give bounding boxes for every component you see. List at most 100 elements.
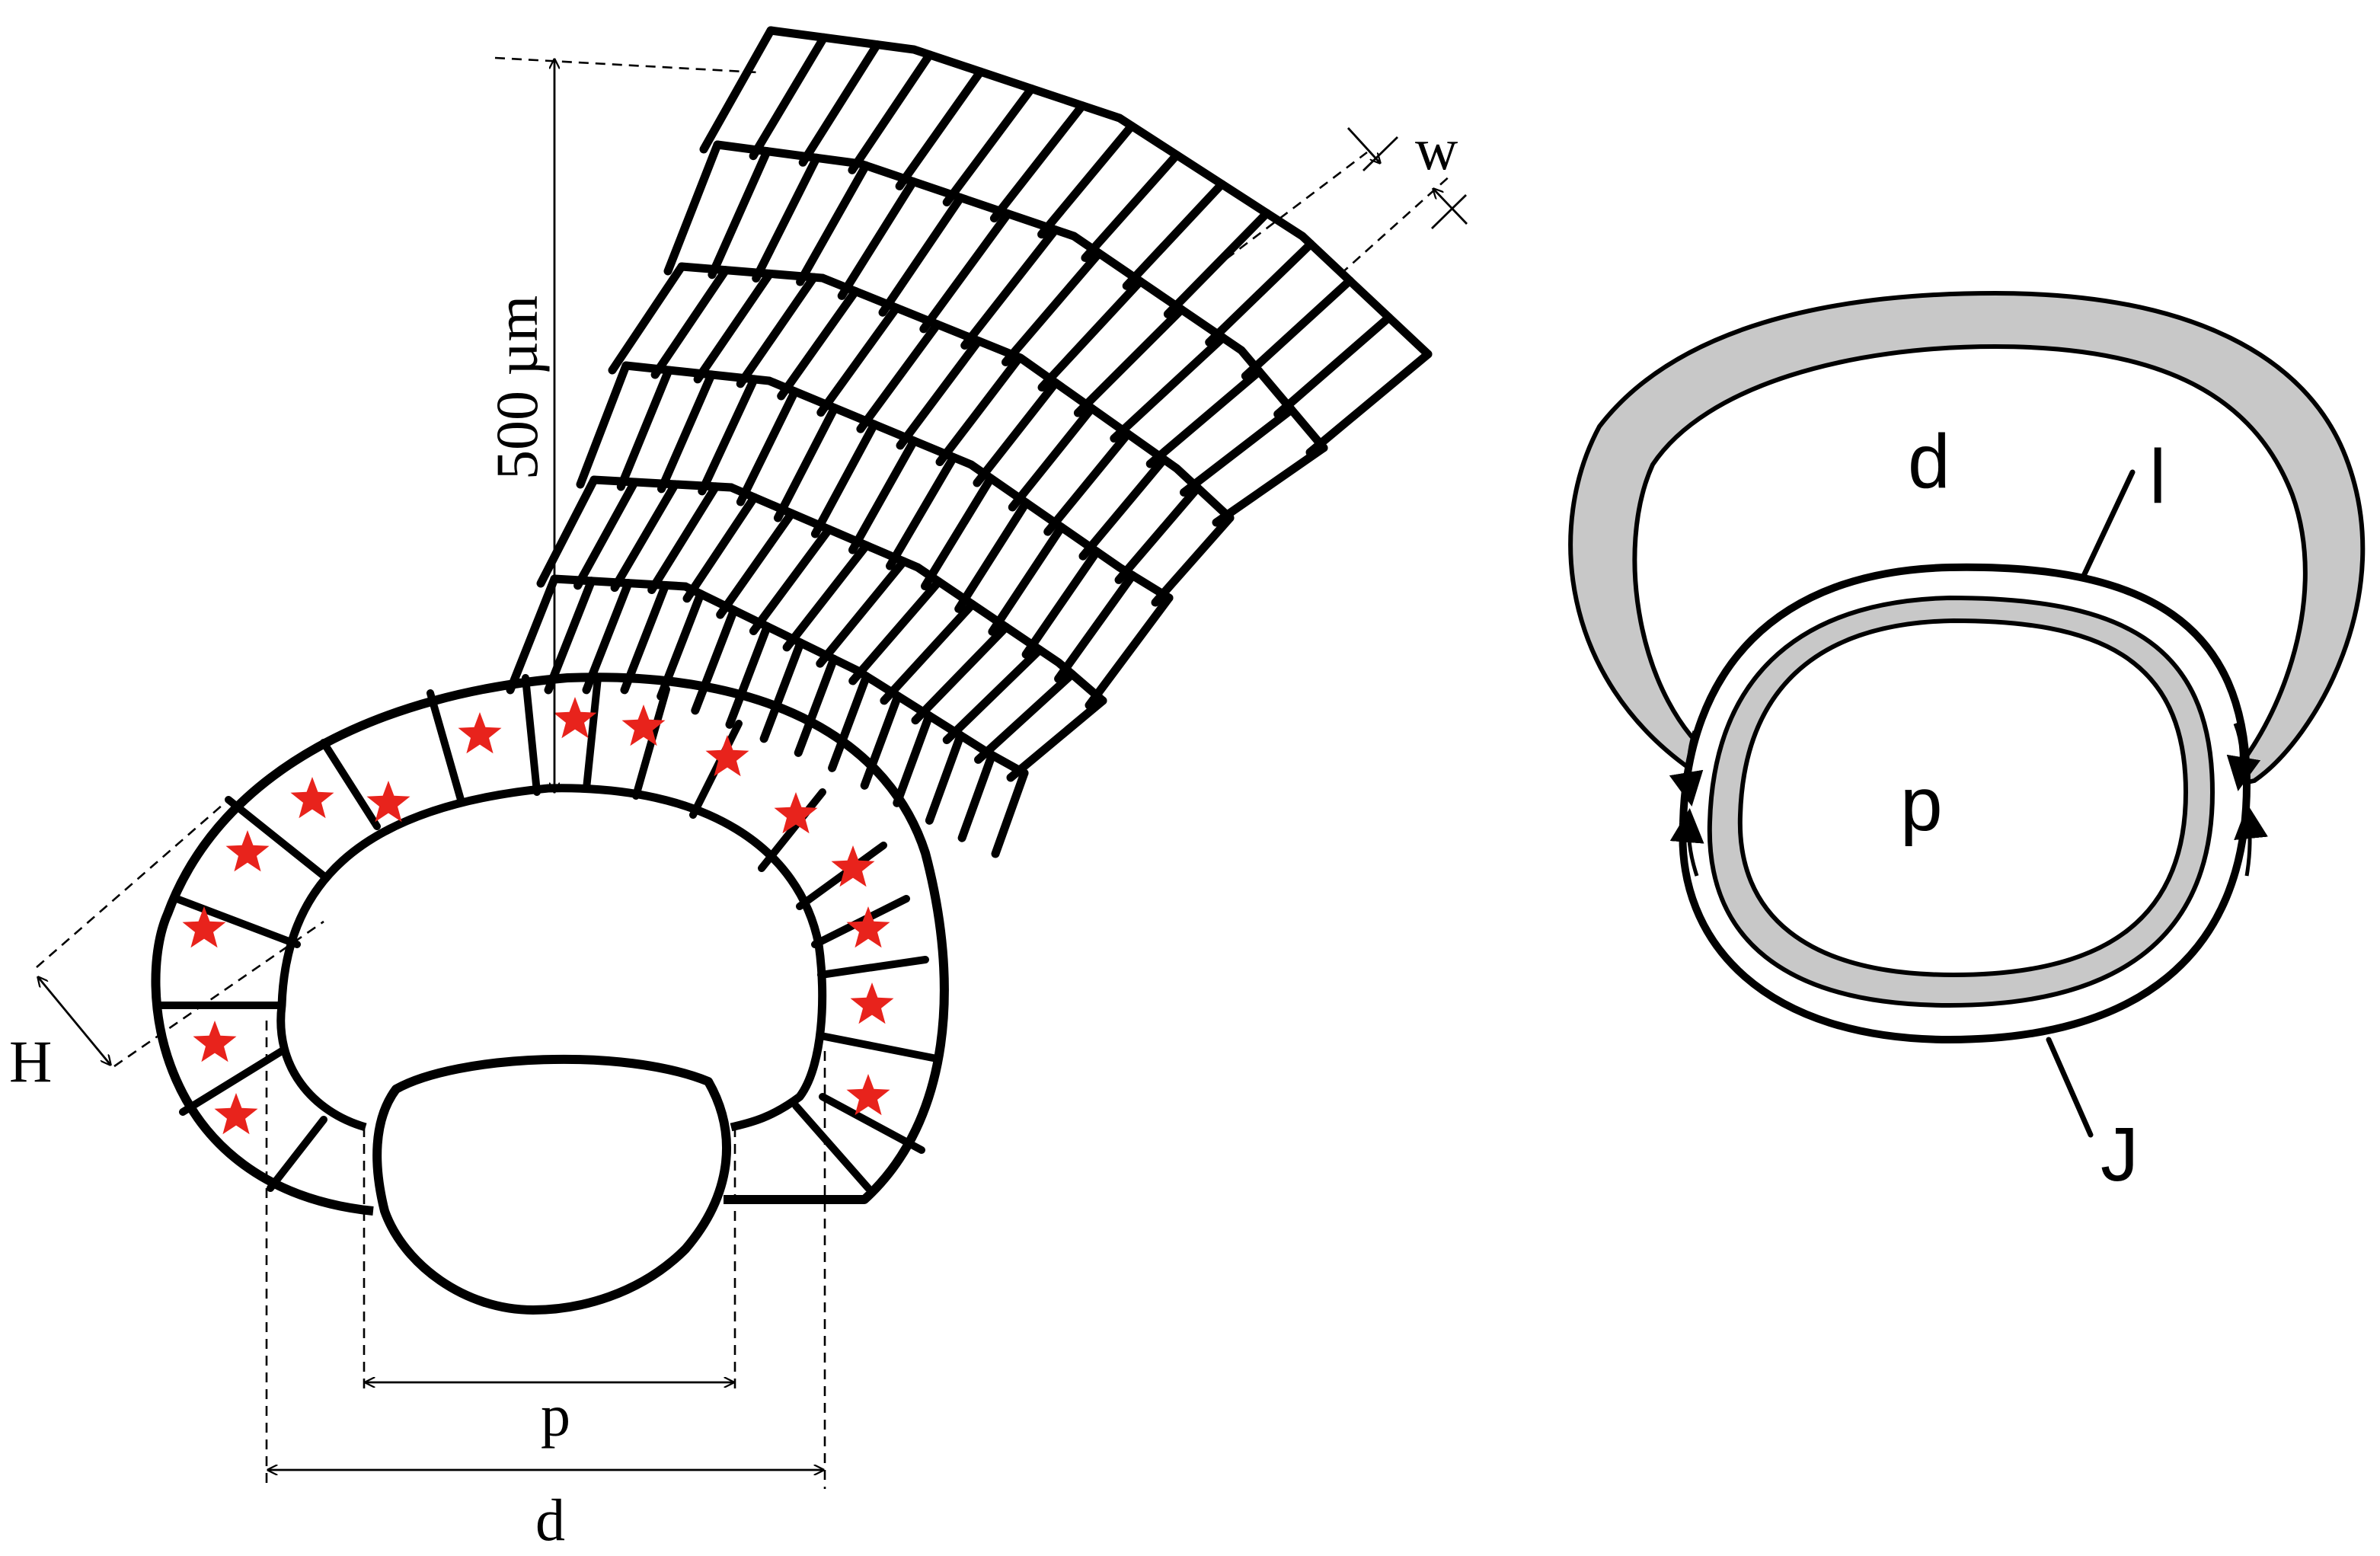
fan-cell-wall	[1205, 239, 1315, 347]
fan-cell-wall	[1305, 350, 1433, 457]
d-label-right: d	[1908, 419, 1950, 504]
fan-cell-wall	[810, 420, 879, 538]
fan-cell-wall	[935, 353, 1024, 466]
l-label: l	[2149, 434, 2166, 519]
fan-cell-wall	[1037, 121, 1136, 239]
fan-cell-wall	[893, 711, 934, 807]
red-star-icon	[290, 777, 334, 819]
fan-cell-wall	[708, 147, 772, 280]
fan-cell-wall	[974, 669, 1077, 764]
fan-cell-wall	[794, 654, 839, 757]
red-star-icon	[553, 697, 597, 739]
fan-cell-wall	[919, 209, 1012, 334]
j-label: J	[2100, 1112, 2139, 1197]
fan-cell-wall	[573, 478, 639, 590]
red-star-icon	[846, 1074, 890, 1116]
flow-arrows	[1669, 723, 2268, 877]
fan-cell-wall	[608, 262, 686, 375]
fan-arc-row	[766, 26, 1433, 359]
fan-cell-wall	[691, 605, 739, 715]
l-leader-line	[2080, 469, 2136, 580]
fan-cell-wall	[921, 474, 995, 591]
fan-cell-wall	[848, 436, 918, 554]
fan-cell-wall	[699, 26, 775, 154]
fan-cell-wall	[1073, 305, 1186, 417]
fan-cell-wall	[782, 541, 871, 652]
red-star-icon	[193, 1021, 237, 1062]
fan-cell-wall	[1081, 151, 1181, 262]
fan-cell-wall	[816, 557, 908, 668]
fan-cell-wall	[911, 622, 1011, 725]
fan-cell-wall	[1037, 276, 1145, 392]
fan-cell-wall	[657, 370, 716, 494]
fan-cell-wall	[1006, 696, 1107, 782]
fan-cell-wall	[1043, 430, 1132, 536]
red-star-icon	[774, 792, 818, 834]
fan-cell-wall	[752, 153, 821, 283]
fan-cell-wall	[1180, 405, 1296, 497]
fan-cell-wall	[1122, 180, 1226, 290]
fan-cell-wall	[650, 266, 730, 379]
fan-cell-wall	[991, 768, 1029, 858]
fan-cell-wall	[716, 509, 796, 619]
fan-cell-wall	[610, 480, 679, 593]
fan-cell-wall	[828, 672, 871, 772]
outer-grey-band	[1568, 291, 2366, 791]
fan-cell-wall	[749, 33, 829, 161]
fan-cell-wall	[1078, 455, 1168, 561]
w-thickness-arrow-b	[1433, 189, 1468, 225]
measurement-arrows	[38, 59, 1468, 1470]
inner-core	[1737, 618, 2189, 978]
fan-cell-wall	[582, 579, 633, 695]
fan-cell-wall	[954, 498, 1030, 613]
fan-cell-wall	[796, 161, 871, 286]
fan-cell-wall	[725, 622, 772, 729]
fan-cell-wall	[942, 84, 1036, 206]
fan-cell-wall	[989, 101, 1087, 223]
fan-cell-wall	[880, 599, 977, 705]
cell-grid-fan	[506, 26, 1433, 858]
fan-cell-wall	[1110, 333, 1228, 443]
fan-cell-wall	[773, 404, 839, 522]
scale-label: 500 µm	[484, 296, 550, 480]
flow-arrow-right-down	[2226, 723, 2261, 791]
j-leader-line	[2046, 1037, 2094, 1138]
fan-cell-wall	[647, 482, 720, 594]
right-diagram: d p l J	[1568, 291, 2366, 1197]
fan-cell-wall	[1054, 570, 1137, 683]
h-thickness-arrow	[38, 977, 110, 1065]
dashed-guides	[36, 56, 1452, 1489]
fan-cell-wall	[620, 581, 670, 695]
p-label-left: p	[541, 1382, 570, 1449]
flow-arrow-left-down	[1669, 730, 1704, 807]
fan-cell-wall	[878, 193, 965, 317]
red-star-icon	[225, 830, 270, 872]
fan-cell-wall	[848, 577, 943, 685]
fan-cell-wall	[856, 320, 942, 433]
fan-cell-wall	[886, 453, 958, 570]
fan-cell-wall	[957, 750, 996, 842]
fan-cell-wall	[663, 140, 722, 276]
d-label-left: d	[535, 1487, 565, 1553]
fan-cell-wall	[1002, 249, 1104, 366]
h-label: H	[9, 1028, 52, 1094]
fan-cell-wall	[973, 379, 1060, 487]
fan-cell-wall	[816, 303, 901, 417]
red-star-icon	[214, 1093, 258, 1135]
fan-cell-wall	[736, 387, 800, 506]
fan-cell-wall	[960, 225, 1060, 350]
p-label-right: p	[1900, 762, 1943, 847]
left-diagram: 500 µm w H p d	[9, 26, 1468, 1553]
fan-cell-wall	[682, 493, 759, 603]
red-star-icon	[846, 906, 890, 948]
red-star-icon	[182, 906, 226, 948]
fan-cell-wall	[925, 731, 965, 825]
fan-cell-wall	[736, 273, 819, 388]
fan-cell-wall	[1145, 367, 1263, 468]
w-thickness-arrow-a	[1347, 127, 1380, 163]
fan-cell-wall	[896, 337, 983, 450]
red-star-icon	[831, 845, 875, 887]
fan-cell-wall	[1085, 593, 1174, 710]
fan-cell-wall	[777, 286, 860, 401]
